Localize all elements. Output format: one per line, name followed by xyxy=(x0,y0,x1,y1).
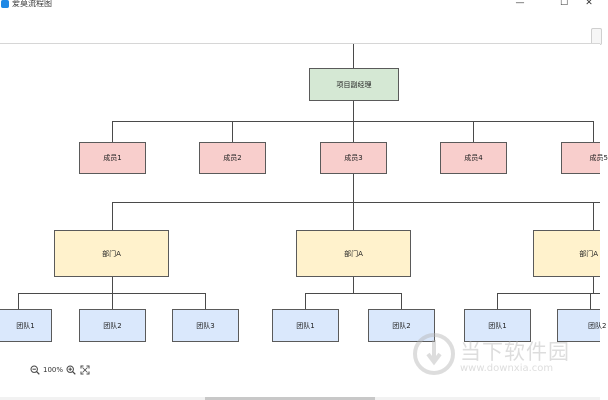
root-node[interactable]: 项目副经理 xyxy=(309,68,399,101)
member-node[interactable]: 成员5 xyxy=(561,142,608,174)
connector-line xyxy=(112,202,113,230)
department-node[interactable]: 部门A xyxy=(54,230,169,277)
department-node[interactable]: 部门A xyxy=(296,230,411,277)
connector-line xyxy=(473,121,474,142)
connector-line xyxy=(353,277,354,293)
watermark-brand: 当下软件园 xyxy=(460,340,570,364)
member-node-label: 成员5 xyxy=(589,154,608,162)
maximize-button[interactable]: ☐ xyxy=(559,0,569,8)
app-logo-icon xyxy=(1,0,9,8)
connector-line xyxy=(112,277,113,293)
window-title: 爱莫流程图 xyxy=(12,0,52,8)
connector-line xyxy=(112,202,600,203)
connector-line xyxy=(593,277,594,293)
connector-line xyxy=(232,121,233,142)
zoom-controls: 100% xyxy=(30,364,90,376)
title-bar: 爱莫流程图 — ☐ ✕ xyxy=(0,0,600,9)
zoom-in-icon[interactable] xyxy=(66,365,76,375)
member-node[interactable]: 成员4 xyxy=(440,142,507,174)
department-node-label: 部门A xyxy=(579,249,598,258)
team-node[interactable]: 团队1 xyxy=(464,309,531,342)
connector-line xyxy=(590,293,591,309)
connector-line xyxy=(353,101,354,121)
minimize-button[interactable]: — xyxy=(515,0,525,8)
connector-line xyxy=(205,293,206,309)
member-node[interactable]: 成员2 xyxy=(199,142,266,174)
zoom-out-icon[interactable] xyxy=(30,365,40,375)
toolbar-divider xyxy=(0,43,600,44)
connector-line xyxy=(593,202,594,230)
team-node[interactable]: 团队2 xyxy=(79,309,146,342)
connector-line xyxy=(305,293,402,294)
connector-line xyxy=(112,293,113,309)
connector-line xyxy=(497,293,600,294)
team-node[interactable]: 团队2 xyxy=(368,309,435,342)
diagram-canvas[interactable]: 项目副经理 成员1 成员2 成员3 成员4 成员5 部门A 部门A 部门A 团队… xyxy=(0,44,608,398)
connector-line xyxy=(353,121,354,142)
watermark-url: www.downxia.com xyxy=(460,363,554,374)
team-node[interactable]: 团队1 xyxy=(272,309,339,342)
team-node[interactable]: 团队3 xyxy=(172,309,239,342)
connector-line xyxy=(18,293,19,309)
connector-line xyxy=(353,174,354,202)
department-node[interactable]: 部门A xyxy=(533,230,600,277)
connector-line xyxy=(497,293,498,309)
connector-line xyxy=(353,44,354,68)
watermark-logo-icon xyxy=(413,333,455,375)
member-node[interactable]: 成员1 xyxy=(79,142,146,174)
team-node[interactable]: 团队2 xyxy=(557,309,606,342)
zoom-level: 100% xyxy=(43,366,64,374)
team-node[interactable]: 团队1 xyxy=(0,309,52,342)
member-node[interactable]: 成员3 xyxy=(320,142,387,174)
fit-screen-icon[interactable] xyxy=(80,365,90,375)
scrollbar-thumb[interactable] xyxy=(205,397,375,400)
toolbar-area xyxy=(0,9,602,45)
connector-line xyxy=(112,121,593,122)
connector-line xyxy=(401,293,402,309)
connector-line xyxy=(112,121,113,142)
close-button[interactable]: ✕ xyxy=(585,0,593,8)
connector-line xyxy=(593,121,594,142)
connector-line xyxy=(305,293,306,309)
connector-line xyxy=(353,202,354,230)
watermark: 当下软件园 www.downxia.com xyxy=(412,330,582,380)
